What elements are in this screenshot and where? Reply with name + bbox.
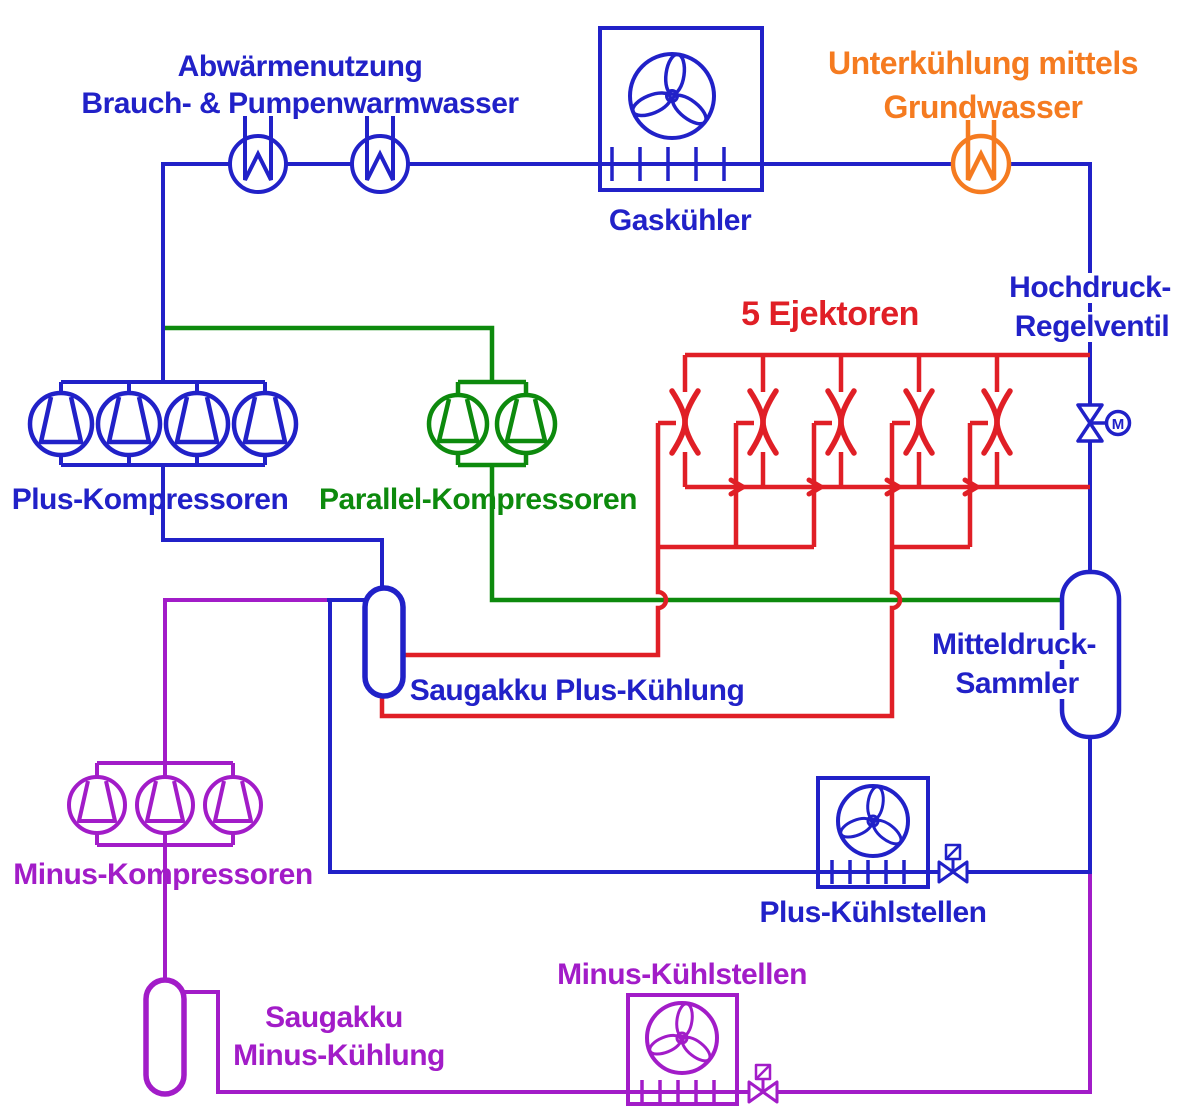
flow-arrow-icons xyxy=(728,477,980,497)
minus-compressors-label: Minus-Kompressoren xyxy=(13,858,313,891)
heat-exchanger-icon-1 xyxy=(228,116,288,194)
minus-cooling-evaporator xyxy=(626,993,739,1106)
gas-cooler-symbol xyxy=(598,26,764,192)
plus-compressor-bank xyxy=(27,380,299,467)
plus-cooling-points-label: Plus-Kühlstellen xyxy=(759,896,987,929)
subcooling-label-line1: Unterkühlung mittels xyxy=(827,45,1139,81)
purple-pipes xyxy=(163,598,1092,1094)
fan-icon xyxy=(839,785,903,846)
compressor-icon xyxy=(494,392,558,456)
heat-recovery-label-line1: Abwärmenutzung xyxy=(177,50,423,83)
hp-valve-label-line2: Regelventil xyxy=(1011,312,1173,342)
motor-icon xyxy=(1104,409,1132,437)
mp-receiver-label-line2: Sammler xyxy=(952,669,1082,699)
compressor-icon xyxy=(67,775,127,835)
minus-cooling-points-label: Minus-Kühlstellen xyxy=(557,958,807,991)
heat-exchanger-icon-2 xyxy=(350,116,410,194)
ejectors-label: 5 Ejektoren xyxy=(741,295,919,333)
plus-cooling-evaporator xyxy=(816,776,930,889)
coil-ticks xyxy=(640,1080,716,1104)
suction-accumulator-plus-vessel xyxy=(362,585,406,699)
suction-accumulator-minus-vessel xyxy=(143,977,187,1097)
compressor-icon xyxy=(203,775,263,835)
plus-compressors-label: Plus-Kompressoren xyxy=(11,483,289,516)
compressor-icon xyxy=(135,775,195,835)
suction-accumulator-minus-label-line2: Minus-Kühlung xyxy=(233,1039,445,1072)
blue-pipes xyxy=(161,162,1092,874)
plus-expansion-valve-icon xyxy=(937,843,969,884)
parallel-compressor-bank xyxy=(426,379,558,468)
fan-icon xyxy=(648,1002,712,1063)
parallel-compressors-label: Parallel-Kompressoren xyxy=(319,483,637,516)
hp-control-valve-icon: M xyxy=(1076,403,1132,443)
fan-icon xyxy=(631,52,708,126)
compressor-icon xyxy=(426,392,490,456)
groundwater-heat-exchanger-icon xyxy=(950,120,1012,195)
compressor-icon xyxy=(163,390,231,458)
subcooling-label-line2: Grundwasser xyxy=(883,89,1083,125)
minus-expansion-valve-icon xyxy=(747,1063,779,1104)
red-pipes xyxy=(379,352,1090,719)
mp-receiver-label-line1: Mitteldruck- xyxy=(928,630,1100,660)
minus-compressor-bank xyxy=(67,761,263,847)
coil-ticks xyxy=(610,147,726,181)
compressor-icon xyxy=(27,390,95,458)
compressor-icon xyxy=(95,390,163,458)
suction-accumulator-plus-label: Saugakku Plus-Kühlung xyxy=(409,674,745,707)
suction-accumulator-minus-label-line1: Saugakku xyxy=(265,1001,403,1034)
ejector-icons xyxy=(669,388,1013,456)
heat-recovery-label-line2: Brauch- & Pumpenwarmwasser xyxy=(81,87,519,120)
compressor-icon xyxy=(231,390,299,458)
gas-cooler-label: Gaskühler xyxy=(608,204,752,237)
coil-ticks xyxy=(830,860,906,884)
hp-valve-label-line1: Hochdruck- xyxy=(1006,273,1174,303)
green-pipes xyxy=(163,325,1062,603)
motor-letter: M xyxy=(1112,416,1125,433)
